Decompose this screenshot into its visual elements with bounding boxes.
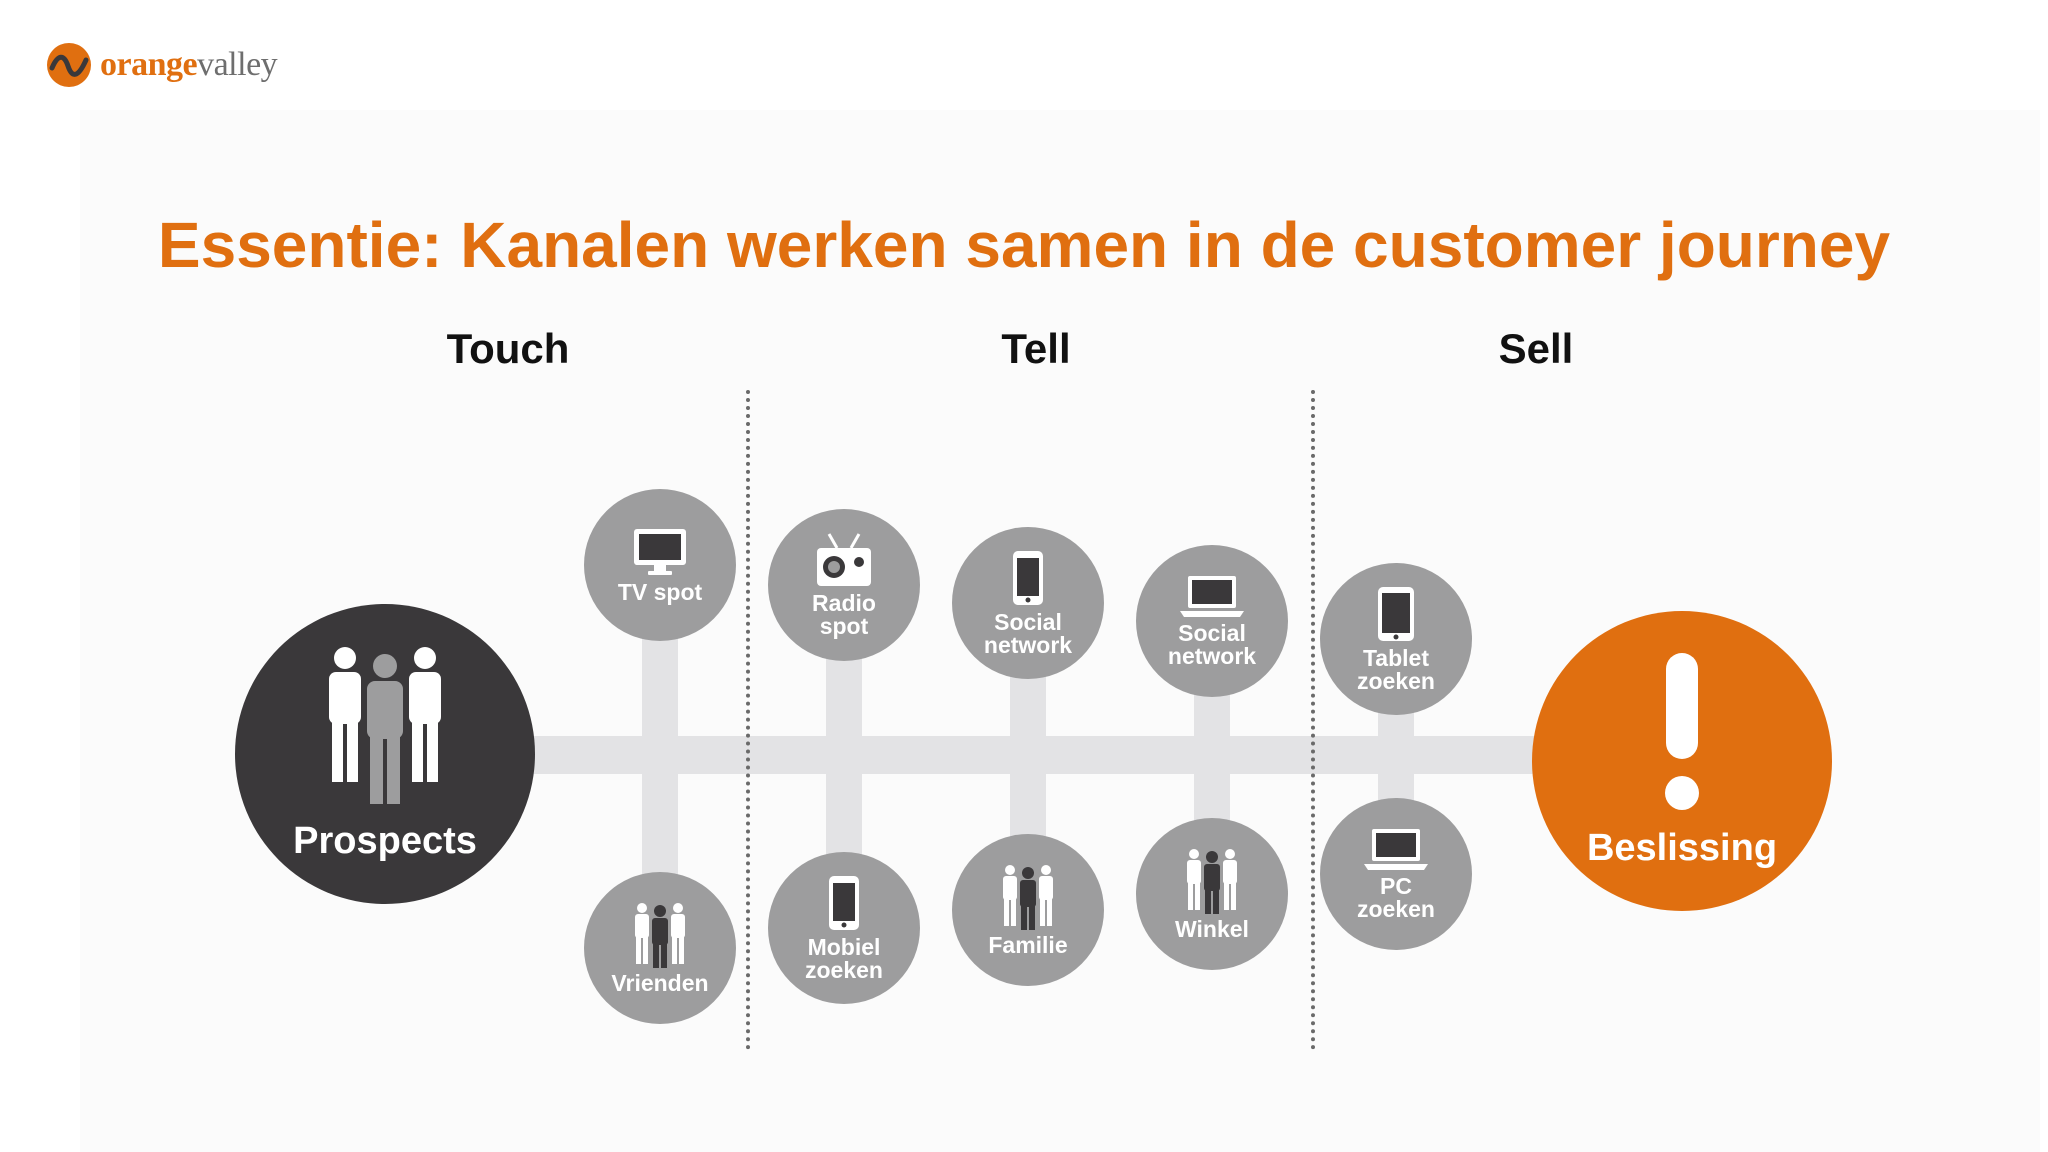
smartphone-icon [829, 876, 859, 930]
channel-familie: Familie [952, 834, 1104, 986]
channel-social-network-mobile: Social network [952, 527, 1104, 679]
channel-social-network-laptop: Social network [1136, 545, 1288, 697]
channel-vrienden: Vrienden [584, 872, 736, 1024]
beslissing-node: Beslissing [1532, 611, 1832, 911]
channel-label: PC zoeken [1357, 873, 1435, 922]
phase-divider-touch-tell [746, 390, 750, 1050]
radio-icon [817, 533, 871, 586]
channel-label: Mobiel zoeken [805, 934, 883, 983]
tablet-icon [1378, 587, 1414, 641]
channel-tv-spot: TV spot [584, 489, 736, 641]
laptop-icon [1364, 829, 1428, 870]
beslissing-label: Beslissing [1586, 826, 1778, 869]
phase-touch: Touch [446, 325, 570, 372]
logo-text-valley: valley [197, 46, 278, 83]
channel-label: Social network [1167, 620, 1257, 669]
laptop-icon [1180, 576, 1244, 617]
channel-winkel: Winkel [1136, 818, 1288, 970]
smartphone-icon [1013, 551, 1043, 605]
prospects-node: Prospects [235, 604, 535, 904]
phase-sell: Sell [1498, 325, 1574, 372]
people-group-icon [1187, 848, 1237, 914]
logo-text-orange: orange [100, 46, 198, 83]
channel-radio-spot: Radio spot [768, 509, 920, 661]
channel-label: Familie [988, 931, 1068, 958]
people-group-icon [635, 902, 685, 968]
people-group-icon [1003, 864, 1053, 930]
channel-label: Tablet zoeken [1357, 645, 1435, 694]
slide-title: Essentie: Kanalen werken samen in de cus… [157, 209, 1891, 281]
exclamation-icon [1665, 652, 1699, 810]
phase-divider-tell-sell [1311, 390, 1315, 1050]
channel-label: Radio spot [812, 590, 876, 639]
logo-mark-icon [47, 43, 91, 87]
channel-pc-zoeken: PC zoeken [1320, 798, 1472, 950]
prospects-label: Prospects [293, 819, 477, 862]
channel-label: Vrienden [611, 969, 709, 996]
channel-mobiel-zoeken: Mobiel zoeken [768, 852, 920, 1004]
channel-tablet-zoeken: Tablet zoeken [1320, 563, 1472, 715]
channel-label: Social network [983, 609, 1073, 658]
channel-label: TV spot [617, 578, 703, 605]
phase-tell: Tell [1001, 325, 1071, 372]
channel-label: Winkel [1175, 915, 1249, 942]
connector-touch [642, 620, 678, 920]
logo-wordmark: orangevalley [100, 46, 278, 84]
people-group-icon [329, 646, 441, 804]
tv-monitor-icon [634, 528, 686, 575]
orangevalley-logo: orangevalley [46, 40, 278, 90]
